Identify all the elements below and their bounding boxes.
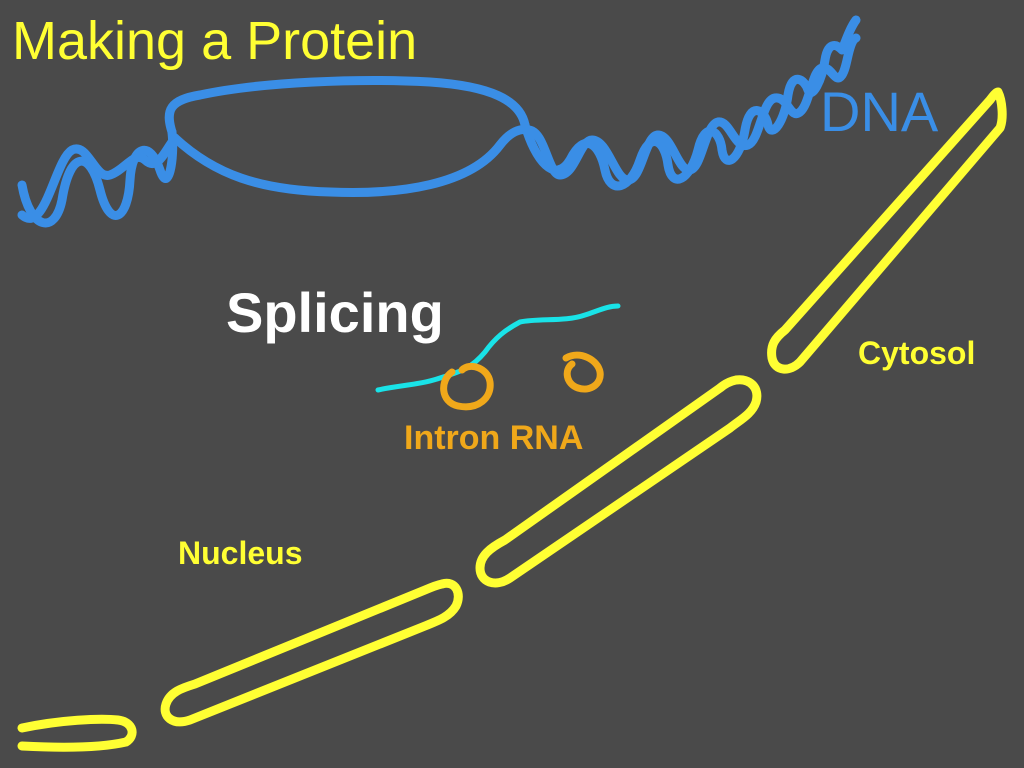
membrane-segment-upper-mid (475, 375, 762, 588)
dna-left-strand-a (17, 127, 178, 228)
dna-right-strand-a (520, 15, 861, 191)
dna-label: DNA (820, 80, 939, 143)
intron-loop-small (562, 351, 604, 393)
dna-bubble-top (164, 76, 530, 137)
dna-left-strand-b (17, 133, 180, 223)
nuclear-membrane (17, 87, 1007, 752)
dna-right-strand-b (523, 33, 861, 185)
nucleus-label: Nucleus (178, 535, 303, 571)
dna-bubble-bottom (170, 125, 533, 197)
membrane-segment-bottom (17, 714, 137, 752)
membrane-segment-top (767, 87, 1007, 374)
intron-loop-large (440, 363, 494, 411)
cytosol-label: Cytosol (858, 335, 976, 371)
membrane-segment-lower-mid (160, 578, 463, 727)
intron-rna-label: Intron RNA (404, 419, 584, 457)
dna-helix (17, 15, 861, 228)
mrna-strand (375, 303, 621, 393)
splicing-label: Splicing (226, 281, 444, 344)
slide-title: Making a Protein (12, 11, 418, 71)
